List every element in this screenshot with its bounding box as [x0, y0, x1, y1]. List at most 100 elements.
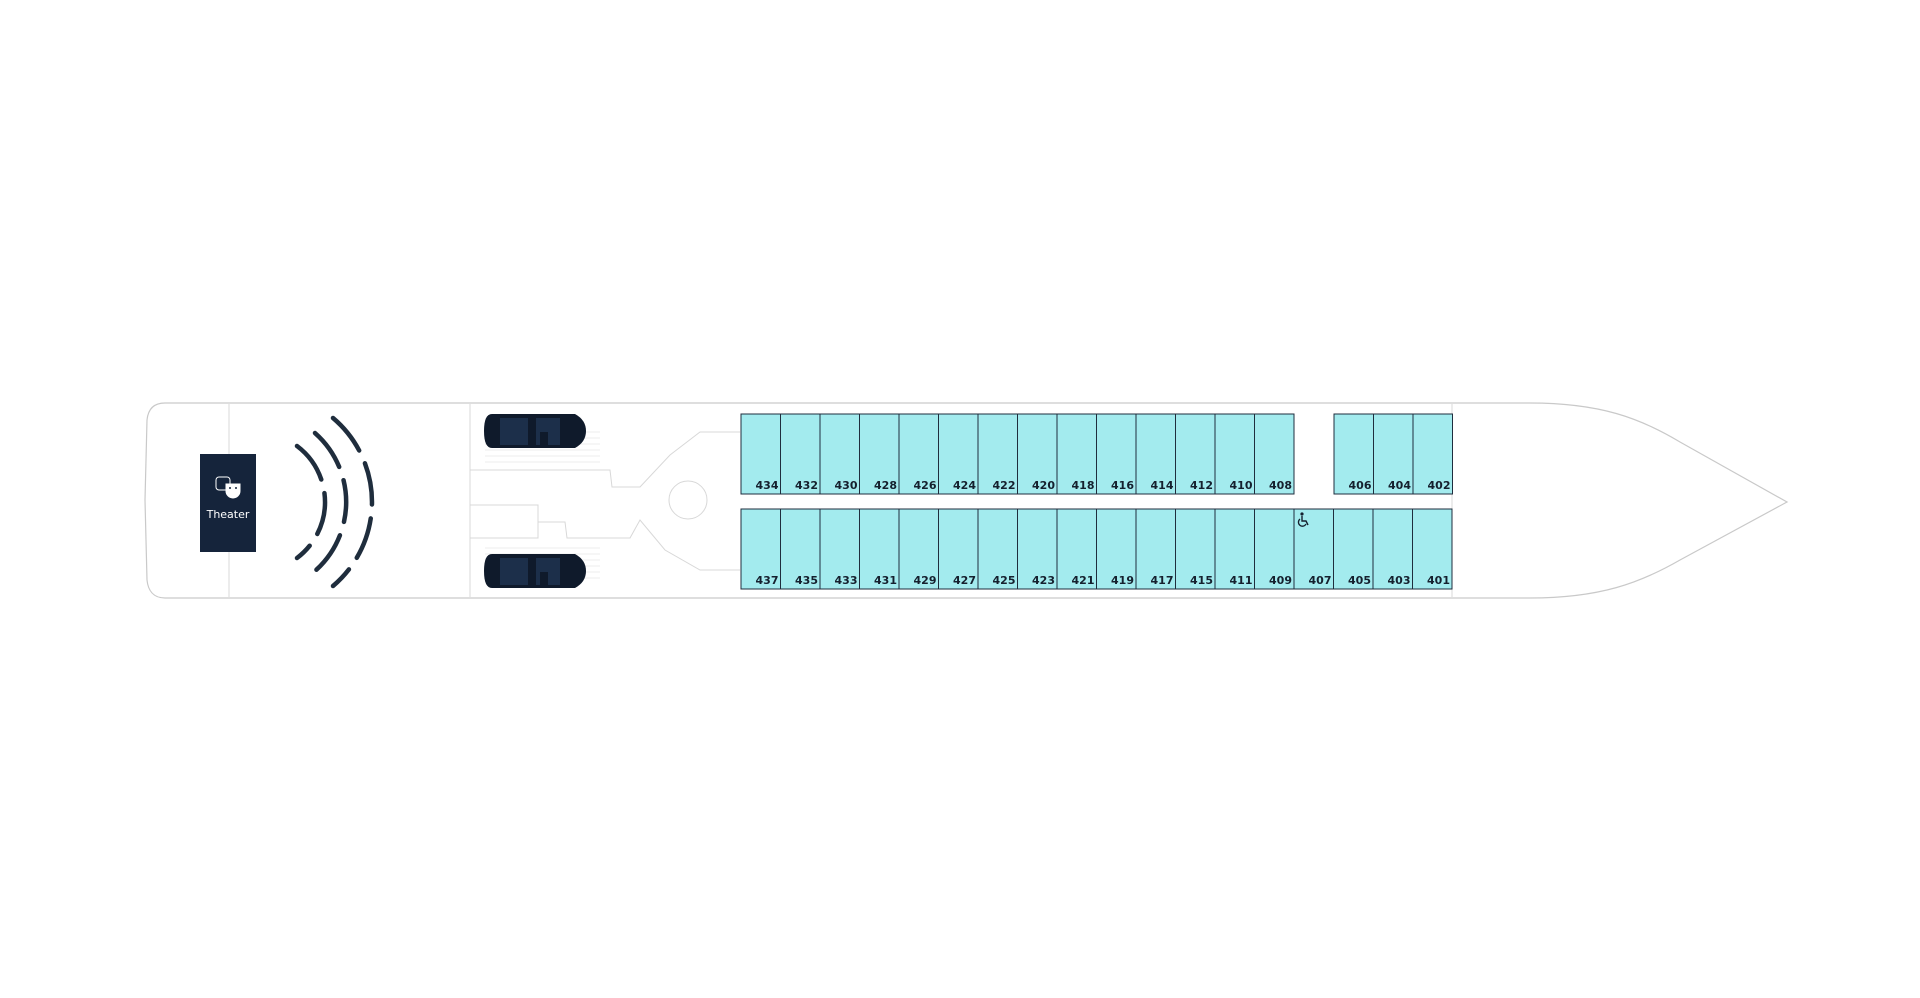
cabin-box[interactable] [740, 413, 781, 495]
cabin-number: 430 [835, 479, 858, 492]
cabin-number: 416 [1111, 479, 1134, 492]
cabin-box[interactable] [938, 413, 979, 495]
cabin-number: 435 [795, 574, 818, 587]
cabin-box[interactable] [977, 413, 1018, 495]
cabin-number: 418 [1072, 479, 1095, 492]
cabin-414[interactable]: 414 [1135, 413, 1176, 495]
cabin-number: 426 [914, 479, 937, 492]
cabin-number: 414 [1151, 479, 1174, 492]
cabin-433[interactable]: 433 [819, 508, 860, 590]
cabin-box[interactable] [1175, 413, 1216, 495]
theater-block[interactable] [200, 454, 256, 552]
cabin-424[interactable]: 424 [938, 413, 979, 495]
cabin-406[interactable]: 406 [1333, 413, 1374, 495]
cabin-box[interactable] [1056, 508, 1097, 590]
cabin-box[interactable] [740, 508, 781, 590]
cabin-number: 408 [1269, 479, 1292, 492]
cabin-412[interactable]: 412 [1175, 413, 1216, 495]
cabin-box[interactable] [1372, 508, 1413, 590]
cabin-437[interactable]: 437 [740, 508, 781, 590]
cabin-426[interactable]: 426 [898, 413, 939, 495]
cabin-number: 433 [835, 574, 858, 587]
cabin-box[interactable] [1175, 508, 1216, 590]
cabin-410[interactable]: 410 [1214, 413, 1255, 495]
cabin-number: 417 [1151, 574, 1174, 587]
cabin-432[interactable]: 432 [780, 413, 821, 495]
cabin-box[interactable] [819, 413, 860, 495]
cabin-403[interactable]: 403 [1372, 508, 1413, 590]
cabin-409[interactable]: 409 [1254, 508, 1295, 590]
cabin-420[interactable]: 420 [1017, 413, 1058, 495]
cabin-401[interactable]: 401 [1412, 508, 1453, 590]
cabin-box[interactable] [859, 413, 900, 495]
cabin-box[interactable] [859, 508, 900, 590]
cabin-411[interactable]: 411 [1214, 508, 1255, 590]
cabin-419[interactable]: 419 [1096, 508, 1137, 590]
cabin-418[interactable]: 418 [1056, 413, 1097, 495]
cabin-box[interactable] [1056, 413, 1097, 495]
cabin-431[interactable]: 431 [859, 508, 900, 590]
cabin-number: 421 [1072, 574, 1095, 587]
stage-arcs [294, 415, 375, 589]
cabin-box[interactable] [1254, 413, 1295, 495]
stairwell [668, 480, 708, 520]
cabin-number: 424 [953, 479, 976, 492]
cabin-415[interactable]: 415 [1175, 508, 1216, 590]
cabin-427[interactable]: 427 [938, 508, 979, 590]
cabin-number: 422 [993, 479, 1016, 492]
wheelchair-icon [1297, 512, 1309, 527]
cabin-number: 410 [1230, 479, 1253, 492]
cabin-box[interactable] [1017, 508, 1058, 590]
cabin-number: 405 [1348, 574, 1371, 587]
cabin-407[interactable]: 407 [1293, 508, 1334, 590]
cabin-405[interactable]: 405 [1333, 508, 1374, 590]
cabin-box[interactable] [1214, 508, 1255, 590]
cabin-number: 406 [1349, 479, 1372, 492]
cabin-404[interactable]: 404 [1373, 413, 1414, 495]
cabin-408[interactable]: 408 [1254, 413, 1295, 495]
cabin-box[interactable] [1096, 508, 1137, 590]
cabin-423[interactable]: 423 [1017, 508, 1058, 590]
cabin-417[interactable]: 417 [1135, 508, 1176, 590]
cabin-425[interactable]: 425 [977, 508, 1018, 590]
cabin-box[interactable] [1135, 413, 1176, 495]
cabin-402[interactable]: 402 [1412, 413, 1453, 495]
cabin-box[interactable] [819, 508, 860, 590]
cabin-box[interactable] [1293, 508, 1334, 590]
tender-boat-top [484, 414, 586, 448]
cabin-422[interactable]: 422 [977, 413, 1018, 495]
cabin-428[interactable]: 428 [859, 413, 900, 495]
cabin-box[interactable] [938, 508, 979, 590]
cabin-box[interactable] [1333, 413, 1374, 495]
theater-masks-icon [215, 476, 241, 499]
cabin-number: 415 [1190, 574, 1213, 587]
theater[interactable]: Theater [200, 454, 256, 552]
cabin-430[interactable]: 430 [819, 413, 860, 495]
cabin-number: 427 [953, 574, 976, 587]
cabin-number: 434 [756, 479, 779, 492]
cabin-box[interactable] [898, 413, 939, 495]
cabin-box[interactable] [1412, 508, 1453, 590]
cabin-box[interactable] [977, 508, 1018, 590]
cabin-number: 402 [1428, 479, 1451, 492]
cabin-number: 429 [914, 574, 937, 587]
cabin-box[interactable] [1017, 413, 1058, 495]
cabin-box[interactable] [1096, 413, 1137, 495]
cabin-number: 401 [1427, 574, 1450, 587]
cabin-box[interactable] [1373, 413, 1414, 495]
cabin-429[interactable]: 429 [898, 508, 939, 590]
cabin-box[interactable] [1412, 413, 1453, 495]
cabin-number: 419 [1111, 574, 1134, 587]
cabin-421[interactable]: 421 [1056, 508, 1097, 590]
cabin-number: 432 [795, 479, 818, 492]
cabin-box[interactable] [1254, 508, 1295, 590]
cabin-435[interactable]: 435 [780, 508, 821, 590]
cabin-434[interactable]: 434 [740, 413, 781, 495]
cabin-416[interactable]: 416 [1096, 413, 1137, 495]
cabin-box[interactable] [1333, 508, 1374, 590]
cabin-number: 412 [1190, 479, 1213, 492]
tender-boat-bottom [484, 554, 586, 588]
cabin-number: 404 [1388, 479, 1411, 492]
